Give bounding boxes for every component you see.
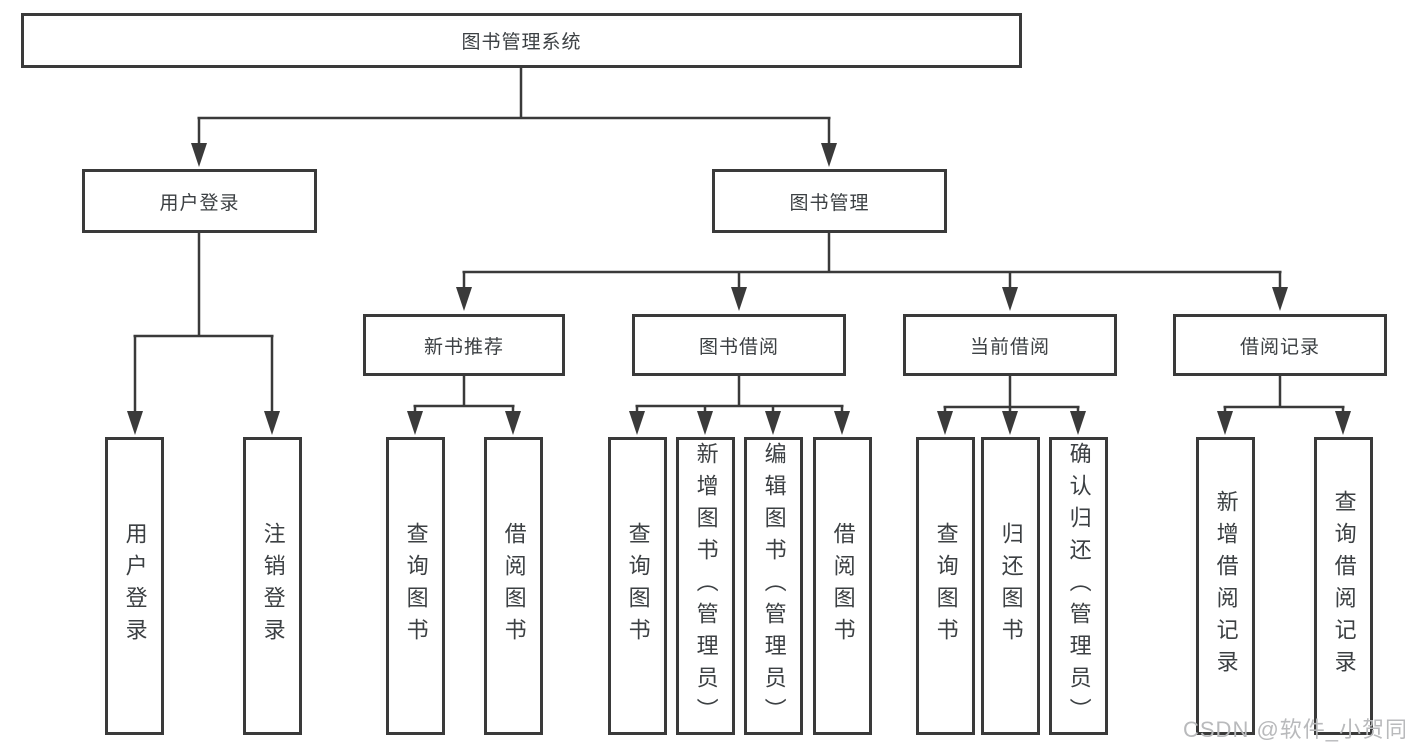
node-book-management-label: 图书管理: [789, 192, 870, 214]
node-current-borrow-label: 当前借阅: [969, 336, 1050, 358]
node-borrow-records-label: 借阅记录: [1239, 336, 1320, 358]
leaf-query-books-recommend: 查询图书: [386, 437, 445, 735]
leaf-query-books-current-label: 查询图书: [933, 522, 959, 650]
leaf-query-books-recommend-label: 查询图书: [403, 522, 429, 650]
leaf-user-login-label: 用户登录: [122, 522, 148, 650]
csdn-watermark: CSDN @软件_小贺同学: [1183, 717, 1405, 742]
leaf-query-borrow-record-label: 查询借阅记录: [1331, 490, 1357, 682]
node-new-book-recommend: 新书推荐: [363, 314, 565, 376]
leaf-query-books-borrow-label: 查询图书: [625, 522, 651, 650]
leaf-user-login: 用户登录: [105, 437, 164, 735]
leaf-add-borrow-record-label: 新增借阅记录: [1213, 490, 1239, 682]
leaf-query-books-current: 查询图书: [916, 437, 975, 735]
leaf-query-borrow-record: 查询借阅记录: [1314, 437, 1373, 735]
node-user-login-label: 用户登录: [159, 192, 240, 214]
leaf-edit-book-admin: 编辑图书（管理员）: [744, 437, 803, 735]
leaf-add-book-admin-label: 新增图书（管理员）: [693, 442, 719, 730]
leaf-query-books-borrow: 查询图书: [608, 437, 667, 735]
node-root-label: 图书管理系统: [461, 32, 582, 53]
node-book-borrow-label: 图书借阅: [698, 336, 779, 358]
leaf-borrow-books-label: 借阅图书: [830, 522, 856, 650]
leaf-add-book-admin: 新增图书（管理员）: [676, 437, 735, 735]
node-current-borrow: 当前借阅: [903, 314, 1117, 376]
node-new-book-recommend-label: 新书推荐: [423, 336, 504, 358]
leaf-logout: 注销登录: [243, 437, 302, 735]
leaf-borrow-books-recommend-label: 借阅图书: [501, 522, 527, 650]
node-borrow-records: 借阅记录: [1173, 314, 1387, 376]
leaf-confirm-return-admin-label: 确认归还（管理员）: [1066, 442, 1092, 730]
leaf-return-books-label: 归还图书: [998, 522, 1024, 650]
leaf-edit-book-admin-label: 编辑图书（管理员）: [761, 442, 787, 730]
node-root-library-system: 图书管理系统: [21, 13, 1022, 68]
leaf-logout-label: 注销登录: [260, 522, 286, 650]
node-book-borrow: 图书借阅: [632, 314, 846, 376]
leaf-confirm-return-admin: 确认归还（管理员）: [1049, 437, 1108, 735]
leaf-borrow-books: 借阅图书: [813, 437, 872, 735]
leaf-borrow-books-recommend: 借阅图书: [484, 437, 543, 735]
node-user-login: 用户登录: [82, 169, 317, 233]
arrowhead-icons: [127, 143, 1351, 435]
node-book-management: 图书管理: [712, 169, 947, 233]
leaf-return-books: 归还图书: [981, 437, 1040, 735]
leaf-add-borrow-record: 新增借阅记录: [1196, 437, 1255, 735]
